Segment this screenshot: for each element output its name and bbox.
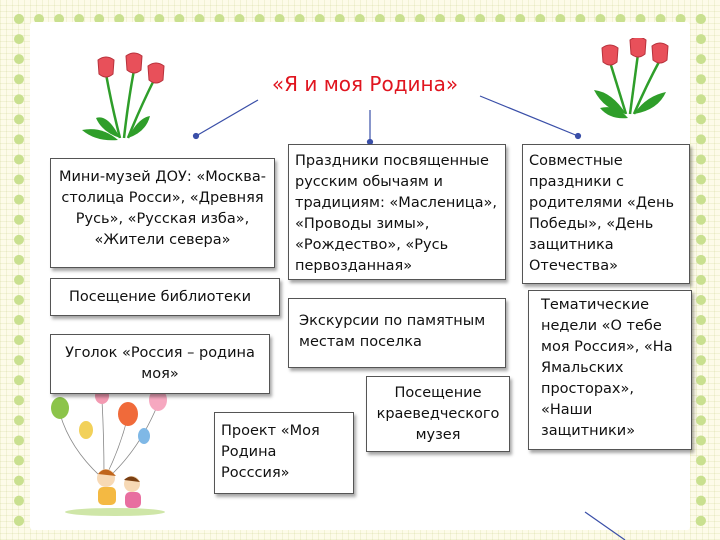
connector-left	[195, 99, 259, 137]
box-excursions: Экскурсии по памятным местам поселка	[288, 298, 506, 368]
tulip-icon	[82, 52, 165, 141]
box-corner: Уголок «Россия – родина моя»	[50, 334, 270, 394]
connector-left-end	[192, 132, 200, 140]
box-museum-visit: Посещение краеведческого музея	[366, 376, 510, 452]
box-thematic-weeks: Тематические недели «О тебе моя Россия»,…	[528, 290, 692, 450]
tulip-icon	[594, 38, 669, 119]
connector-right	[479, 95, 579, 137]
box-project: Проект «Моя Родина Росссия»	[214, 412, 354, 494]
connector-bottom	[584, 511, 626, 540]
diagram-title: «Я и моя Родина»	[271, 72, 459, 96]
balloon-kids-illustration	[51, 388, 167, 516]
box-library: Посещение библиотеки	[50, 278, 280, 316]
box-joint-holidays: Совместные праздники с родителями «День …	[522, 144, 690, 284]
box-holidays: Праздники посвященные русским обычаям и …	[288, 144, 506, 280]
box-mini-museum: Мини-музей ДОУ: «Москва-столица Росси», …	[50, 158, 275, 268]
connector-right-end	[574, 132, 582, 140]
